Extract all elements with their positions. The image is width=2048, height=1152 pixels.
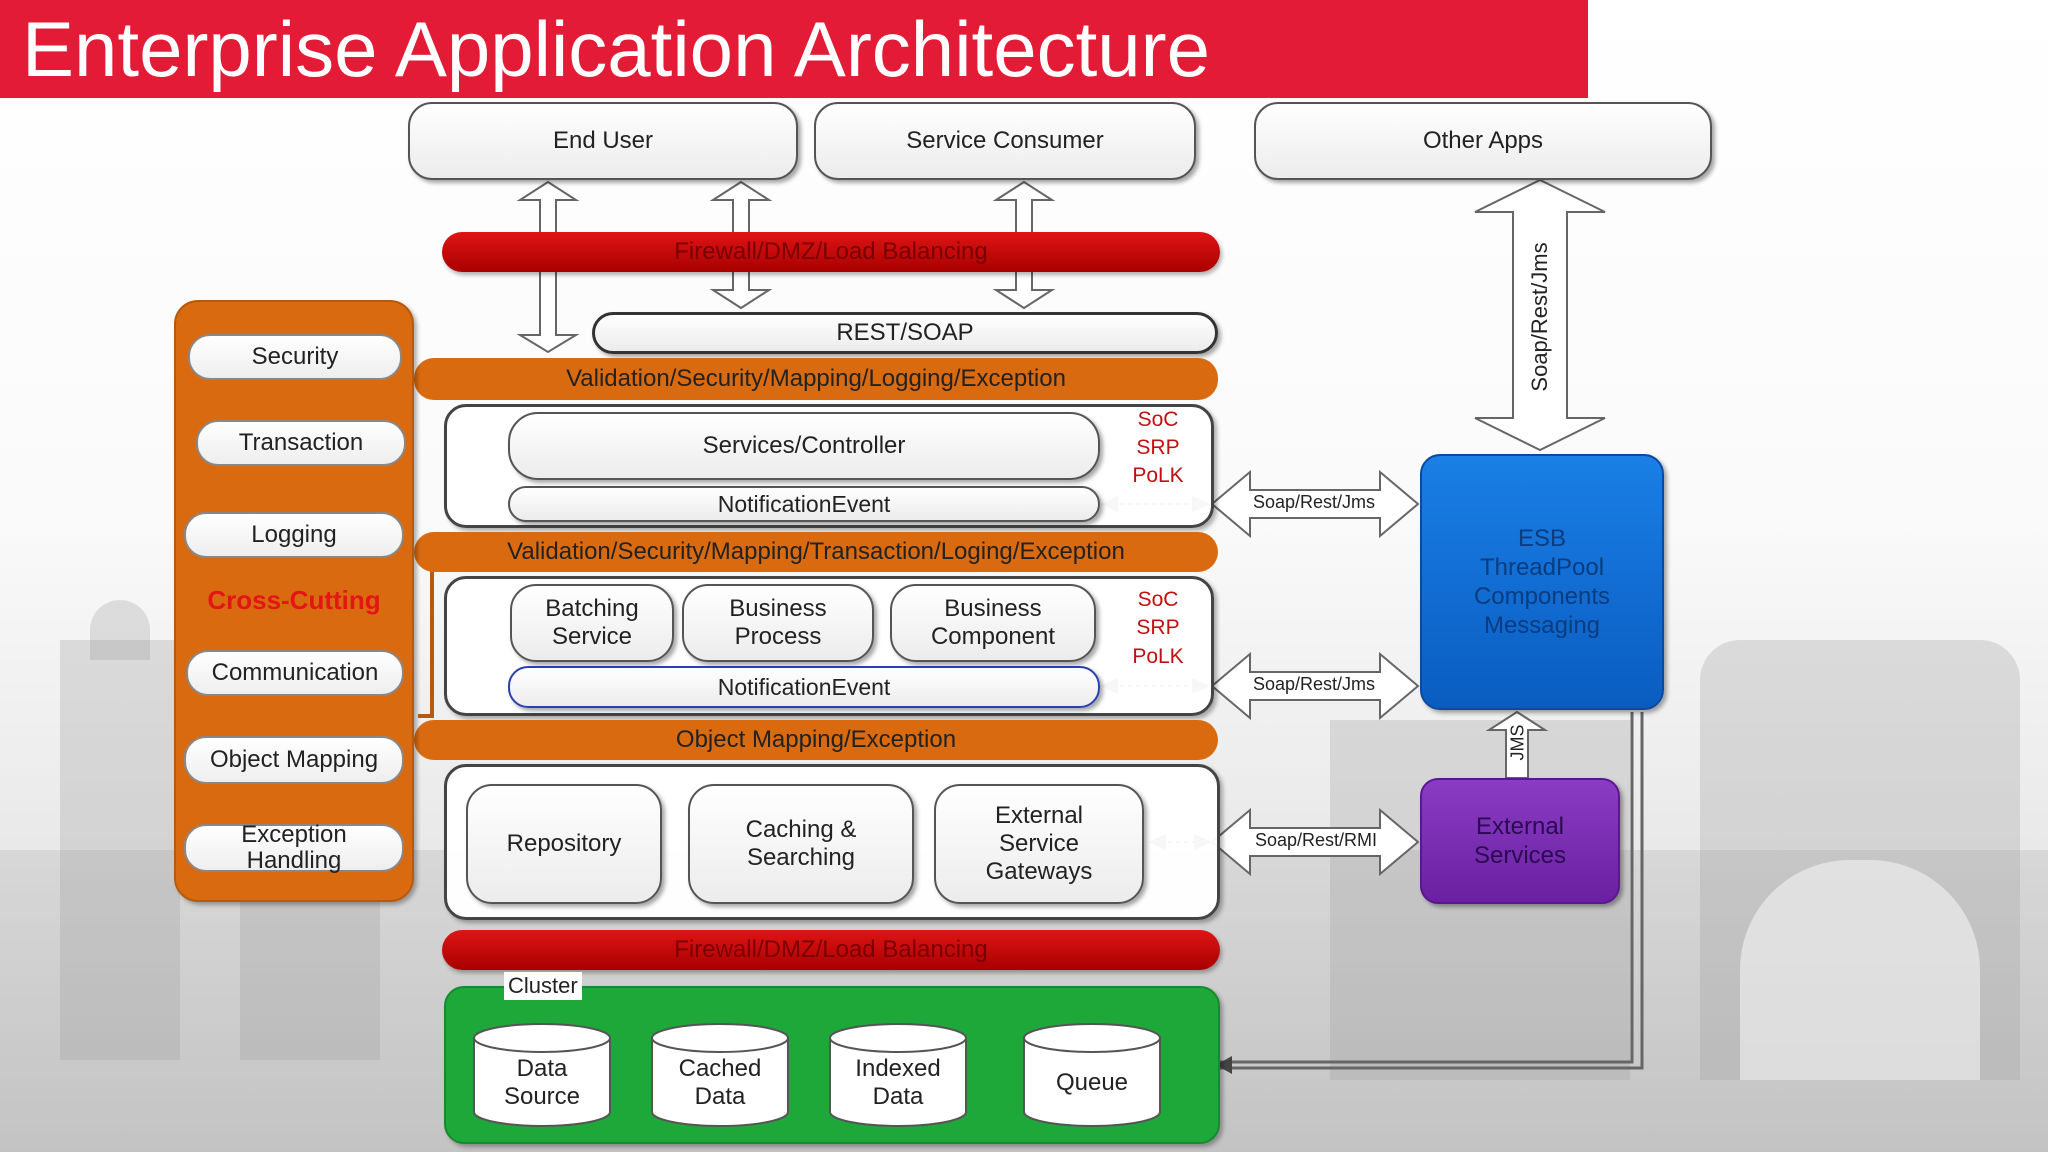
principle-polk-1: PoLK [1132, 464, 1184, 487]
repository-box: Repository [466, 784, 662, 904]
external-services-box: External Services [1420, 778, 1620, 904]
indexed-line1: Indexed [855, 1055, 941, 1082]
layer3-external-arrow [1210, 807, 1420, 877]
connector-label-1: Soap/Rest/Jms [1252, 492, 1376, 512]
cached-line2: Data [694, 1083, 746, 1110]
band-object-mapping-label: Object Mapping/Exception [675, 726, 957, 753]
band-validation-logging: Validation/Security/Mapping/Logging/Exce… [414, 358, 1218, 400]
cross-cutting-security: Security [188, 334, 402, 380]
cross-cutting-object-mapping: Object Mapping [184, 736, 404, 784]
cross-cutting-communication: Communication [186, 650, 404, 696]
firewall-top-label: Firewall/DMZ/Load Balancing [674, 238, 988, 265]
batching-line2: Service [551, 623, 633, 650]
exception-line2: Handling [246, 847, 342, 874]
external-line2: Services [1473, 842, 1567, 869]
indexed-data-cylinder [829, 1037, 967, 1127]
band-object-mapping: Object Mapping/Exception [414, 720, 1218, 760]
process-line1: Business [729, 595, 827, 622]
caching-line2: Searching [746, 844, 856, 871]
page-title: Enterprise Application Architecture [22, 5, 1210, 93]
queue-label: Queue [1055, 1069, 1129, 1096]
firewall-bottom-label: Firewall/DMZ/Load Balancing [674, 936, 988, 963]
cross-cutting-transaction: Transaction [196, 420, 406, 466]
object-mapping-label: Object Mapping [209, 746, 379, 773]
principle-soc-1: SoC [1137, 408, 1179, 431]
other-apps-arrow [1474, 178, 1606, 452]
principle-srp-2: SRP [1136, 616, 1180, 639]
layer2-esb-arrow [1210, 651, 1420, 721]
notification-event-2-label: NotificationEvent [717, 673, 891, 700]
cross-cutting-title: Cross-Cutting [207, 584, 381, 615]
esb-line2: ThreadPool [1479, 554, 1605, 581]
data-source-line1: Data [516, 1055, 568, 1082]
esb-box: ESB ThreadPool Components Messaging [1420, 454, 1664, 710]
caching-searching-box: Caching &Searching [688, 784, 914, 904]
esb-line4: Messaging [1483, 612, 1601, 639]
cached-data-cylinder [651, 1037, 789, 1127]
component-line2: Component [930, 623, 1056, 650]
title-bar [0, 0, 1588, 98]
cross-cutting-logging: Logging [184, 512, 404, 558]
rest-soap-label: REST/SOAP [836, 319, 974, 346]
queue-cylinder [1023, 1037, 1161, 1127]
layer1-esb-arrow [1210, 469, 1420, 539]
band-validation-transaction: Validation/Security/Mapping/Transaction/… [414, 532, 1218, 572]
cross-cutting-panel [174, 300, 414, 902]
caching-line1: Caching & [745, 816, 857, 843]
gateways-line2: Service [998, 830, 1080, 857]
indexed-line2: Data [872, 1083, 924, 1110]
principle-soc-2: SoC [1137, 588, 1179, 611]
service-consumer-box: Service Consumer [814, 102, 1196, 180]
process-line2: Process [734, 623, 822, 650]
notification-event-1: NotificationEvent [508, 486, 1100, 522]
esb-line1: ESB [1517, 525, 1566, 552]
repository-label: Repository [506, 830, 622, 857]
connector-label-2: Soap/Rest/Jms [1252, 674, 1376, 694]
firewall-bottom: Firewall/DMZ/Load Balancing [442, 930, 1220, 970]
logging-label: Logging [251, 521, 337, 548]
band-validation-transaction-label: Validation/Security/Mapping/Transaction/… [507, 538, 1125, 565]
end-user-label: End User [552, 127, 654, 154]
services-controller-label: Services/Controller [702, 432, 906, 459]
cached-line1: Cached [678, 1055, 762, 1082]
component-line1: Business [944, 595, 1042, 622]
transaction-label: Transaction [238, 429, 364, 456]
other-apps-label: Other Apps [1422, 127, 1544, 154]
principle-srp-1: SRP [1136, 436, 1180, 459]
exception-line1: Exception [241, 821, 347, 848]
esb-line3: Components [1473, 583, 1611, 610]
other-apps-box: Other Apps [1254, 102, 1712, 180]
notification-event-2: NotificationEvent [508, 666, 1100, 708]
batching-line1: Batching [545, 595, 639, 622]
notification-event-1-label: NotificationEvent [717, 490, 891, 517]
firewall-top: Firewall/DMZ/Load Balancing [442, 232, 1220, 272]
external-line1: External [1475, 813, 1565, 840]
service-consumer-label: Service Consumer [906, 127, 1104, 154]
communication-label: Communication [211, 659, 379, 686]
security-label: Security [251, 343, 339, 370]
gateways-line3: Gateways [985, 858, 1093, 885]
band-validation-logging-label: Validation/Security/Mapping/Logging/Exce… [566, 365, 1066, 392]
cluster-label: Cluster [504, 972, 582, 1000]
principle-polk-2: PoLK [1132, 645, 1184, 668]
gateways-line1: External [994, 802, 1084, 829]
connector-label-3: Soap/Rest/RMI [1254, 830, 1378, 850]
rest-soap-bar: REST/SOAP [592, 312, 1218, 354]
data-source-line2: Source [503, 1083, 581, 1110]
data-source-cylinder [473, 1037, 611, 1127]
end-user-box: End User [408, 102, 798, 180]
services-controller-box: Services/Controller [508, 412, 1100, 480]
